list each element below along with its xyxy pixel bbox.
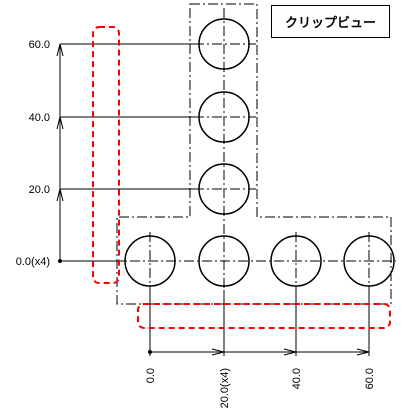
y-label-40: 40.0	[29, 112, 50, 124]
holes	[124, 18, 395, 287]
x-label-0: 0.0	[145, 368, 157, 383]
y-label-60: 60.0	[29, 39, 50, 51]
centerlines	[112, 8, 396, 292]
x-origin-dot	[148, 350, 152, 354]
view-title: クリップビュー	[271, 5, 390, 38]
x-dimensions	[149, 290, 370, 356]
clip-box-vertical	[92, 26, 120, 284]
x-label-60: 60.0	[364, 368, 376, 389]
hole-col-1	[198, 163, 250, 215]
hole-row-2	[198, 235, 250, 287]
x-label-40: 40.0	[291, 368, 303, 389]
y-label-0: 0.0(x4)	[16, 256, 50, 268]
clip-highlights	[92, 26, 391, 329]
y-origin-dot	[58, 259, 62, 263]
x-label-20: 20.0(x4)	[219, 368, 231, 408]
part-outline	[116, 3, 392, 305]
clip-box-horizontal	[137, 303, 391, 329]
view-title-text: クリップビュー	[284, 16, 376, 31]
y-label-20: 20.0	[29, 184, 50, 196]
hole-row-4	[343, 235, 395, 287]
hole-col-2	[198, 91, 250, 143]
hole-row-3	[270, 235, 322, 287]
y-dimensions	[56, 43, 198, 262]
hole-col-3	[198, 18, 250, 70]
